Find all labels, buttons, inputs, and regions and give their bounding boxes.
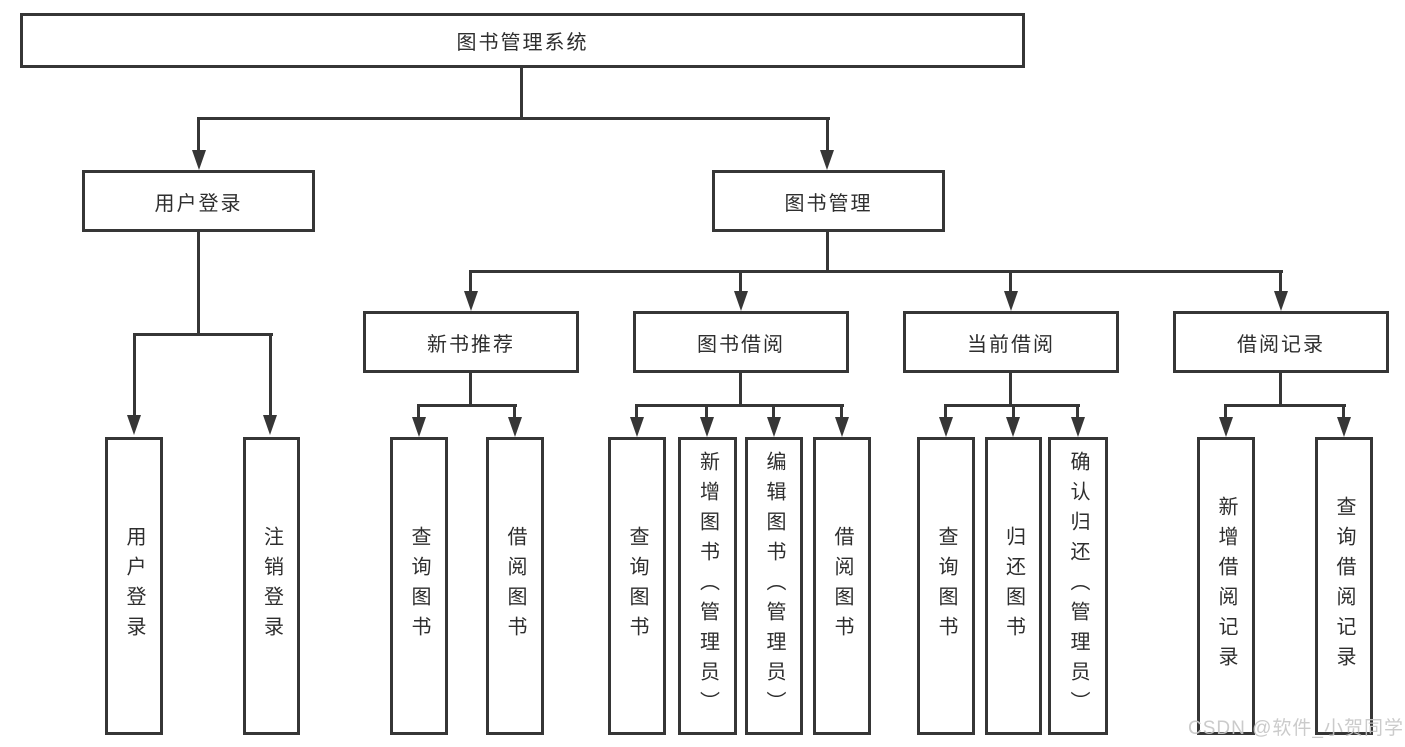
leaf-label: 新增借阅记录 bbox=[1215, 496, 1237, 676]
section-box-book-borrowing: 图书借阅 bbox=[633, 311, 849, 373]
connector-vline bbox=[944, 404, 947, 419]
section-box-borrow-records: 借阅记录 bbox=[1173, 311, 1389, 373]
connector-hline bbox=[418, 404, 517, 407]
arrow-down-icon bbox=[1006, 417, 1020, 437]
leaf-box-logout: 注销登录 bbox=[243, 437, 300, 735]
connector-vline bbox=[772, 404, 775, 419]
arrow-down-icon bbox=[1071, 417, 1085, 437]
connector-vline bbox=[133, 333, 136, 417]
leaf-box-borrow-books-recommend: 借阅图书 bbox=[486, 437, 544, 735]
leaf-label: 确认归还（管理员） bbox=[1067, 451, 1089, 721]
leaf-box-confirm-return-admin: 确认归还（管理员） bbox=[1048, 437, 1108, 735]
leaf-label: 新增图书（管理员） bbox=[696, 451, 719, 721]
connector-vline bbox=[197, 117, 200, 153]
section-label: 新书推荐 bbox=[427, 333, 515, 356]
leaf-label: 查询图书 bbox=[626, 526, 648, 646]
branch-box-user-login: 用户登录 bbox=[82, 170, 315, 232]
connector-hline bbox=[197, 117, 830, 120]
leaf-label: 查询图书 bbox=[935, 526, 957, 646]
arrow-down-icon bbox=[767, 417, 781, 437]
connector-vline bbox=[1279, 373, 1282, 407]
arrow-down-icon bbox=[1219, 417, 1233, 437]
section-label: 借阅记录 bbox=[1237, 333, 1325, 356]
connector-vline bbox=[739, 373, 742, 407]
connector-vline bbox=[469, 270, 472, 293]
connector-hline bbox=[133, 333, 273, 336]
leaf-box-return-books: 归还图书 bbox=[985, 437, 1042, 735]
arrow-down-icon bbox=[700, 417, 714, 437]
leaf-box-user-login: 用户登录 bbox=[105, 437, 163, 735]
branch-box-book-management: 图书管理 bbox=[712, 170, 945, 232]
connector-vline bbox=[1009, 373, 1012, 407]
arrow-down-icon bbox=[820, 150, 834, 170]
branch-label: 用户登录 bbox=[154, 192, 243, 215]
connector-vline bbox=[417, 404, 420, 419]
leaf-box-query-books-recommend: 查询图书 bbox=[390, 437, 448, 735]
connector-vline bbox=[1076, 404, 1079, 419]
leaf-label: 归还图书 bbox=[1002, 526, 1025, 646]
connector-vline bbox=[1224, 404, 1227, 419]
arrow-down-icon bbox=[835, 417, 849, 437]
connector-hline bbox=[636, 404, 844, 407]
connector-hline bbox=[1224, 404, 1346, 407]
leaf-label: 注销登录 bbox=[260, 526, 283, 646]
leaf-label: 用户登录 bbox=[123, 526, 145, 646]
connector-vline bbox=[1342, 404, 1345, 419]
arrow-down-icon bbox=[734, 291, 748, 311]
section-label: 当前借阅 bbox=[967, 333, 1055, 356]
leaf-box-edit-book-admin: 编辑图书（管理员） bbox=[745, 437, 803, 735]
leaf-label: 借阅图书 bbox=[831, 526, 853, 646]
root-box-library-system: 图书管理系统 bbox=[20, 13, 1025, 68]
arrow-down-icon bbox=[508, 417, 522, 437]
connector-vline bbox=[269, 333, 272, 417]
connector-vline bbox=[520, 68, 523, 120]
arrow-down-icon bbox=[630, 417, 644, 437]
root-label: 图书管理系统 bbox=[456, 32, 589, 54]
connector-vline bbox=[840, 404, 843, 419]
connector-vline bbox=[635, 404, 638, 419]
arrow-down-icon bbox=[1004, 291, 1018, 311]
arrow-down-icon bbox=[412, 417, 426, 437]
leaf-box-borrow-books-borrowing: 借阅图书 bbox=[813, 437, 871, 735]
connector-vline bbox=[1012, 404, 1015, 419]
connector-vline bbox=[1009, 270, 1012, 293]
leaf-label: 查询借阅记录 bbox=[1333, 496, 1355, 676]
connector-hline bbox=[470, 270, 1283, 273]
section-box-current-borrowing: 当前借阅 bbox=[903, 311, 1119, 373]
leaf-label: 借阅图书 bbox=[504, 526, 526, 646]
connector-vline bbox=[513, 404, 516, 419]
leaf-label: 编辑图书（管理员） bbox=[763, 451, 785, 721]
arrow-down-icon bbox=[127, 415, 141, 435]
connector-vline bbox=[197, 232, 200, 336]
arrow-down-icon bbox=[263, 415, 277, 435]
arrow-down-icon bbox=[464, 291, 478, 311]
connector-vline bbox=[705, 404, 708, 419]
section-box-new-book-recommend: 新书推荐 bbox=[363, 311, 579, 373]
branch-label: 图书管理 bbox=[784, 192, 873, 215]
leaf-box-add-borrow-record: 新增借阅记录 bbox=[1197, 437, 1255, 735]
arrow-down-icon bbox=[1274, 291, 1288, 311]
leaf-label: 查询图书 bbox=[408, 526, 430, 646]
section-label: 图书借阅 bbox=[697, 333, 785, 356]
arrow-down-icon bbox=[1337, 417, 1351, 437]
csdn-watermark: CSDN @软件_小贺同学 bbox=[1188, 718, 1404, 739]
connector-vline bbox=[739, 270, 742, 293]
arrow-down-icon bbox=[939, 417, 953, 437]
leaf-box-add-book-admin: 新增图书（管理员） bbox=[678, 437, 737, 735]
connector-vline bbox=[469, 373, 472, 407]
connector-vline bbox=[826, 117, 829, 153]
leaf-box-query-borrow-record: 查询借阅记录 bbox=[1315, 437, 1373, 735]
connector-vline bbox=[1279, 270, 1282, 293]
arrow-down-icon bbox=[192, 150, 206, 170]
connector-vline bbox=[826, 232, 829, 273]
leaf-box-query-books-current: 查询图书 bbox=[917, 437, 975, 735]
leaf-box-query-books-borrowing: 查询图书 bbox=[608, 437, 666, 735]
